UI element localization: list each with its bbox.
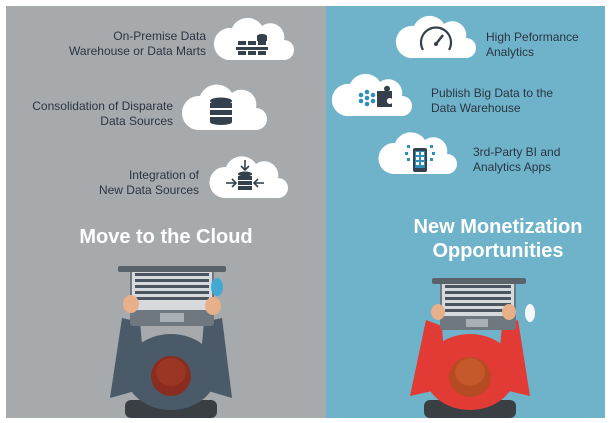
mouse-icon (211, 278, 223, 296)
left-item-3-label: Integration of New Data Sources (98, 168, 199, 197)
right-item-3-label: 3rd-Party BI and Analytics Apps (473, 145, 561, 174)
left-title: Move to the Cloud (79, 226, 253, 248)
database-merge-icon (226, 160, 264, 190)
cloud-right-1 (395, 15, 476, 58)
person-left (110, 266, 232, 418)
speedometer-icon (419, 26, 453, 51)
puzzle-icon (358, 85, 392, 107)
right-item-1-label: High Peformance Analytics (486, 30, 579, 59)
left-item-2-label: Consolidation of Disparate Data Sources (32, 99, 173, 128)
right-item-2-label: Publish Big Data to the Data Warehouse (431, 86, 554, 115)
mobile-apps-icon (405, 145, 435, 172)
cloud-left-1 (213, 17, 294, 61)
mouse-icon (525, 304, 535, 322)
person-right (410, 278, 535, 418)
server-stack-icon (236, 34, 268, 55)
left-item-1-label: On-Premise Data Warehouse or Data Marts (69, 29, 206, 58)
right-title: New Monetization Opportunities (413, 216, 583, 262)
database-icon (210, 97, 232, 125)
